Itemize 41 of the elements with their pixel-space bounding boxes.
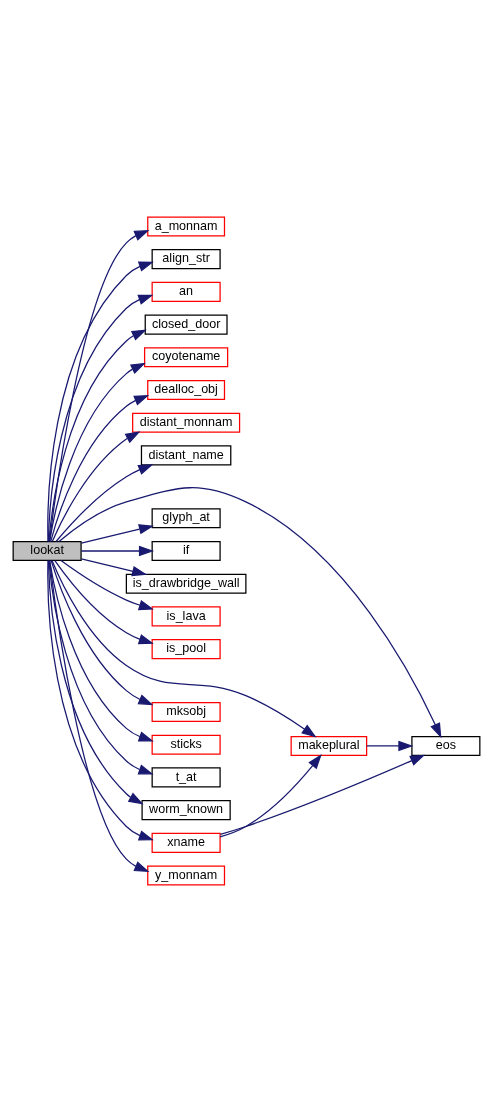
arrow [366, 740, 414, 751]
arrow [58, 486, 442, 738]
arrow [48, 328, 147, 542]
node-box: is_pool [151, 638, 221, 659]
node-box: y_monnam [147, 864, 226, 886]
node-box: is_lava [151, 605, 221, 626]
node-box: sticks [151, 734, 221, 755]
arrow [219, 754, 426, 835]
arrow [48, 559, 154, 774]
arrow [50, 394, 150, 542]
arrow [60, 559, 154, 610]
node-box: dealloc_obj [147, 379, 226, 400]
node-box: worm_known [141, 799, 231, 820]
arrow [47, 559, 144, 804]
node-box: a_monnam [147, 215, 226, 237]
arrow [80, 545, 155, 556]
arrow [51, 559, 317, 738]
node-box: an [151, 281, 221, 302]
node-box: if [151, 540, 221, 561]
arrow [219, 753, 322, 837]
arrow [80, 557, 148, 576]
node-box: coyotename [144, 346, 229, 367]
arrow [50, 559, 154, 705]
arrow [49, 362, 146, 542]
node-box: lookat [12, 540, 82, 561]
node-box: is_drawbridge_wall [125, 573, 247, 594]
node-box: mksobj [151, 701, 221, 722]
node-box: align_str [151, 248, 221, 269]
arrow [54, 559, 154, 644]
node-box: glyph_at [151, 507, 221, 528]
node-box: eos [411, 735, 481, 756]
arrow [51, 430, 141, 542]
node-box: distant_monnam [132, 412, 241, 433]
node-box: xname [151, 832, 221, 853]
node-box: makeplural [290, 735, 368, 756]
arrow [49, 559, 154, 742]
node-box: t_at [151, 766, 221, 787]
arrow [55, 463, 154, 542]
arrow [80, 523, 154, 544]
node-box: distant_name [140, 444, 232, 465]
node-box: closed_door [144, 314, 228, 335]
